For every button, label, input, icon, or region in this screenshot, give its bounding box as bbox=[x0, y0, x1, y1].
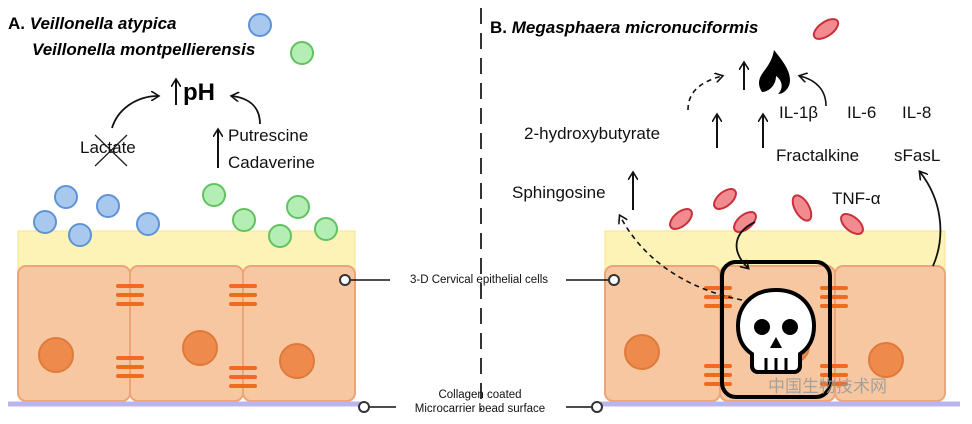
nucleus bbox=[38, 337, 74, 373]
flame-icon bbox=[759, 50, 790, 94]
ph-label: pH bbox=[183, 79, 215, 106]
epithelial-cell bbox=[604, 265, 721, 402]
cytokines-to-flame-arrow bbox=[800, 76, 827, 107]
tnfa-label: TNF-α bbox=[832, 189, 881, 208]
panel-a-title-line-2: Veillonella montpellierensis bbox=[32, 40, 256, 59]
dying-cell-outline bbox=[720, 260, 832, 399]
nucleus bbox=[182, 330, 218, 366]
epithelial-cells-label: 3-D Cervical epithelial cells bbox=[409, 274, 549, 286]
epithelial-callout bbox=[339, 274, 620, 286]
il6-label: IL-6 bbox=[847, 103, 877, 122]
fractalkine-label: Fractalkine bbox=[776, 146, 860, 165]
cell-to-sfasl-arrow bbox=[920, 172, 942, 267]
nucleus bbox=[624, 334, 660, 370]
watermark-text: 中国生物技术网 bbox=[768, 377, 887, 397]
panel-b-title: B. Megasphaera micronuciformis bbox=[490, 18, 759, 37]
sfasl-label: sFasL bbox=[894, 146, 941, 165]
megasphaera-cluster bbox=[669, 188, 864, 235]
lactate-strike-icon bbox=[94, 134, 128, 167]
hydroxybutyrate-to-flame-arrow bbox=[687, 76, 722, 111]
veillonella-atypica-cluster bbox=[33, 185, 160, 247]
cell-junctions bbox=[704, 286, 848, 386]
epithelial-cell bbox=[17, 265, 131, 402]
veillonella-atypica-legend-dot bbox=[248, 13, 272, 37]
nucleus bbox=[279, 343, 315, 379]
cell-junctions bbox=[116, 284, 257, 388]
bacteria-to-cell-arrow bbox=[735, 221, 756, 268]
nucleus bbox=[868, 342, 904, 378]
cadaverine-label: Cadaverine bbox=[228, 153, 315, 172]
epithelial-cell bbox=[129, 265, 244, 402]
lactate-to-ph-arrow bbox=[111, 96, 158, 129]
putrescine-label: Putrescine bbox=[228, 126, 309, 145]
panel-a-tissue bbox=[8, 230, 364, 407]
bead-callout bbox=[358, 401, 603, 413]
il1b-label: IL-1β bbox=[779, 103, 819, 122]
bead-surface-label: Collagen coated Microcarrier bead surfac… bbox=[414, 389, 546, 415]
panel-a-title-line-1: A. Veillonella atypica bbox=[8, 14, 177, 33]
veillonella-montpellierensis-cluster bbox=[202, 183, 338, 248]
megasphaera-legend-rod bbox=[812, 18, 840, 40]
epithelial-cell bbox=[242, 265, 356, 402]
lactate-label: Lactate bbox=[80, 138, 136, 157]
veillonella-montpellierensis-legend-dot bbox=[290, 41, 314, 65]
putrescine-to-ph-arrow bbox=[232, 96, 261, 125]
sphingosine-release-arrow bbox=[620, 216, 743, 301]
skull-icon bbox=[735, 287, 817, 374]
epithelial-cell bbox=[834, 265, 946, 402]
sphingosine-label: Sphingosine bbox=[512, 183, 606, 202]
hydroxybutyrate-label: 2-hydroxybutyrate bbox=[524, 124, 661, 143]
il8-label: IL-8 bbox=[902, 103, 932, 122]
